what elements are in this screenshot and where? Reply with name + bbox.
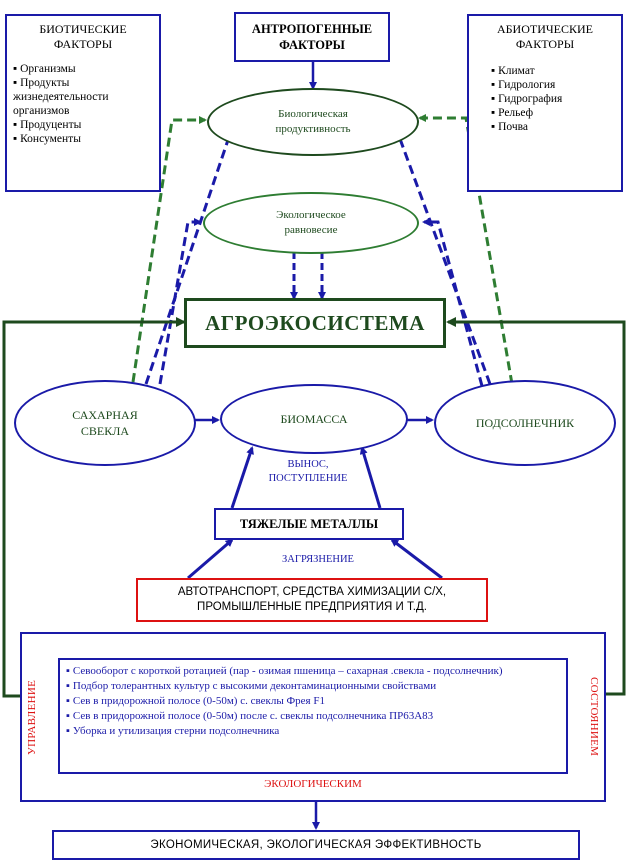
agroecosystem-label: АГРОЭКОСИСТЕМА bbox=[205, 310, 425, 335]
arrow-metals-biomass-left bbox=[230, 446, 254, 509]
list-item: Гидрография bbox=[491, 92, 611, 106]
biotic-factors-list: Организмы Продукты жизнедеятельности орг… bbox=[13, 62, 153, 146]
arrow-metals-biomass-right bbox=[359, 446, 382, 509]
biotic-factors-title: БИОТИЧЕСКИЕ ФАКТОРЫ bbox=[39, 22, 127, 51]
list-item: Организмы bbox=[13, 62, 153, 76]
pollution-label: ЗАГРЯЗНЕНИЕ bbox=[282, 554, 354, 565]
list-item: Рельеф bbox=[491, 106, 611, 120]
management-bottom-label: ЭКОЛОГИЧЕСКИМ bbox=[264, 778, 362, 790]
loop-left bbox=[2, 317, 186, 698]
biotic-factors-box: БИОТИЧЕСКИЕ ФАКТОРЫ Организмы Продукты ж… bbox=[5, 14, 161, 192]
biomass-node: БИОМАССА bbox=[220, 384, 408, 454]
list-item: Гидрология bbox=[491, 78, 611, 92]
biological-productivity-node: Биологическая продуктивность bbox=[207, 88, 419, 156]
list-item: Почва bbox=[491, 120, 611, 134]
arrow-beet-to-balance bbox=[158, 218, 202, 385]
arrow-sunflower-to-productivity-blue bbox=[394, 126, 492, 385]
management-right-label: СОСТОЯНИЕМ bbox=[588, 677, 600, 757]
ecological-management-box: УПРАВЛЕНИЕ СОСТОЯНИЕМ Севооборот с корот… bbox=[20, 632, 606, 802]
management-measures-list: Севооборот с короткой ротацией (пар - оз… bbox=[66, 664, 560, 739]
heavy-metals-label: ТЯЖЕЛЫЕ МЕТАЛЛЫ bbox=[239, 516, 379, 531]
list-item: Продукты жизнедеятельности организмов bbox=[13, 76, 153, 118]
pollution-sources-box: АВТОТРАНСПОРТ, СРЕДСТВА ХИМИЗАЦИИ С/Х, П… bbox=[136, 578, 488, 622]
list-item: Севооборот с короткой ротацией (пар - оз… bbox=[66, 664, 560, 679]
list-item: Климат bbox=[491, 64, 611, 78]
arrow-sources-metals-right bbox=[390, 538, 443, 580]
list-item: Уборка и утилизация стерни подсолнечника bbox=[66, 724, 560, 739]
arrow-sources-metals-left bbox=[187, 538, 234, 580]
sugar-beet-node: САХАРНАЯ СВЕКЛА bbox=[14, 380, 196, 466]
anthropogenic-factors-title: АНТРОПОГЕННЫЕ ФАКТОРЫ bbox=[251, 22, 373, 52]
pollution-sources-label: АВТОТРАНСПОРТ, СРЕДСТВА ХИМИЗАЦИИ С/Х, П… bbox=[177, 586, 447, 613]
arrow-beet-to-productivity-blue bbox=[144, 126, 234, 385]
arrow-sunflower-to-balance bbox=[422, 218, 484, 387]
loop-right bbox=[446, 317, 626, 696]
sugar-beet-label: САХАРНАЯ СВЕКЛА bbox=[72, 408, 138, 438]
management-left-label: УПРАВЛЕНИЕ bbox=[26, 679, 38, 755]
arrow-sunflower-to-productivity bbox=[418, 114, 514, 385]
biological-productivity-label: Биологическая продуктивность bbox=[275, 108, 351, 135]
ecological-balance-node: Экологическое равновесие bbox=[203, 192, 419, 254]
abiotic-factors-box: АБИОТИЧЕСКИЕ ФАКТОРЫ Климат Гидрология Г… bbox=[467, 14, 623, 192]
list-item: Сев в придорожной полосе (0-50м) после с… bbox=[66, 709, 560, 724]
list-item: Сев в придорожной полосе (0-50м) с. свек… bbox=[66, 694, 560, 709]
abiotic-factors-title: АБИОТИЧЕСКИЕ ФАКТОРЫ bbox=[496, 22, 594, 51]
efficiency-box: ЭКОНОМИЧЕСКАЯ, ЭКОЛОГИЧЕСКАЯ ЭФФЕКТИВНОС… bbox=[52, 830, 580, 860]
anthropogenic-factors-box: АНТРОПОГЕННЫЕ ФАКТОРЫ bbox=[234, 12, 390, 62]
management-measures-box: Севооборот с короткой ротацией (пар - оз… bbox=[58, 658, 568, 774]
sunflower-label: ПОДСОЛНЕЧНИК bbox=[475, 415, 575, 430]
heavy-metals-box: ТЯЖЕЛЫЕ МЕТАЛЛЫ bbox=[214, 508, 404, 540]
list-item: Продуценты bbox=[13, 118, 153, 132]
efficiency-label: ЭКОНОМИЧЕСКАЯ, ЭКОЛОГИЧЕСКАЯ ЭФФЕКТИВНОС… bbox=[150, 839, 482, 851]
biomass-label: БИОМАССА bbox=[280, 411, 348, 426]
list-item: Консументы bbox=[13, 132, 153, 146]
list-item: Подбор толерантных культур с высокими де… bbox=[66, 679, 560, 694]
agroecosystem-box: АГРОЭКОСИСТЕМА bbox=[184, 298, 446, 348]
ecological-balance-label: Экологическое равновесие bbox=[276, 209, 346, 236]
sunflower-node: ПОДСОЛНЕЧНИК bbox=[434, 380, 616, 466]
removal-intake-label: ВЫНОС, ПОСТУПЛЕНИЕ bbox=[268, 459, 348, 484]
abiotic-factors-list: Климат Гидрология Гидрография Рельеф Поч… bbox=[479, 64, 611, 134]
arrow-beet-to-productivity bbox=[131, 116, 207, 383]
